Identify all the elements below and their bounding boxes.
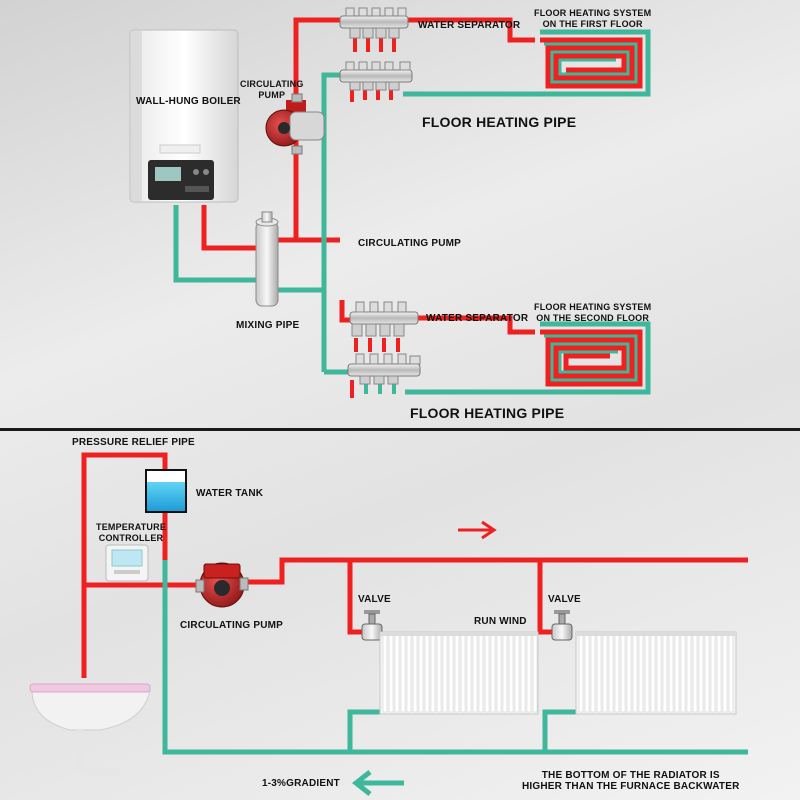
pump-icon: [195, 562, 249, 608]
return-pipe: [278, 72, 350, 293]
boiler-label: WALL-HUNG BOILER: [136, 96, 241, 107]
manifold-icon: [339, 61, 413, 91]
hot-pipe: [408, 315, 535, 335]
valve-icon: [551, 610, 573, 641]
manifold-icon: [339, 7, 409, 39]
valve-label-1: VALVE: [358, 594, 391, 605]
coil-icon: [535, 321, 651, 395]
thermostat-icon: [105, 544, 149, 582]
temperature-controller-label: TEMPERATURE CONTROLLER: [96, 522, 167, 543]
hot-pipe: [405, 17, 535, 43]
water-separator-label-2: WATER SEPARATOR: [426, 313, 529, 324]
gradient-label: 1-3%GRADIENT: [262, 778, 340, 789]
manifold-icon: [347, 353, 421, 385]
top-pipes: [173, 17, 535, 398]
pump-icon: [265, 93, 325, 155]
radiator-icon: [379, 631, 539, 715]
circulating-pump-label: CIRCULATING PUMP: [180, 620, 284, 631]
floor-heating-pipe-label-2: FLOOR HEATING PIPE: [410, 405, 565, 421]
coil-icon: [535, 29, 651, 97]
arrow-left-icon: [351, 770, 404, 796]
floor-system-label-1: FLOOR HEATING SYSTEM ON THE FIRST FLOOR: [534, 8, 652, 29]
return-pipe: [542, 709, 576, 752]
hot-pipe: [240, 557, 748, 585]
hot-pipe: [81, 452, 168, 678]
valve-label-2: VALVE: [548, 594, 581, 605]
circulating-pump-label-mid: CIRCULATING PUMP: [358, 238, 462, 249]
pressure-relief-pipe-label: PRESSURE RELIEF PIPE: [72, 437, 195, 448]
bottom-pipes: [81, 452, 748, 755]
manifold-icon: [349, 301, 419, 337]
floor-system-label-2: FLOOR HEATING SYSTEM ON THE SECOND FLOOR: [534, 302, 652, 323]
return-pipe: [162, 560, 748, 755]
boiler-icon: [129, 29, 239, 203]
water-separator-label-1: WATER SEPARATOR: [418, 20, 521, 31]
arrow-right-icon: [458, 520, 497, 540]
valve-icon: [361, 610, 383, 641]
radiator-icon: [575, 631, 737, 715]
run-wind-label: RUN WIND: [474, 616, 527, 627]
water-tank-icon: [145, 469, 187, 513]
water-tank-label: WATER TANK: [196, 488, 264, 499]
mixing-pipe-label: MIXING PIPE: [236, 320, 300, 331]
hot-pipe: [201, 205, 262, 251]
section-divider: [0, 428, 800, 431]
pump-top-label: CIRCULATING PUMP: [240, 79, 304, 100]
sink-icon: [29, 683, 151, 776]
radiator-note-label: THE BOTTOM OF THE RADIATOR IS HIGHER THA…: [522, 770, 740, 792]
return-pipe: [173, 205, 262, 283]
floor-heating-pipe-label-1: FLOOR HEATING PIPE: [422, 114, 577, 130]
mixing-pipe-icon: [255, 211, 279, 307]
return-pipe: [347, 709, 380, 752]
